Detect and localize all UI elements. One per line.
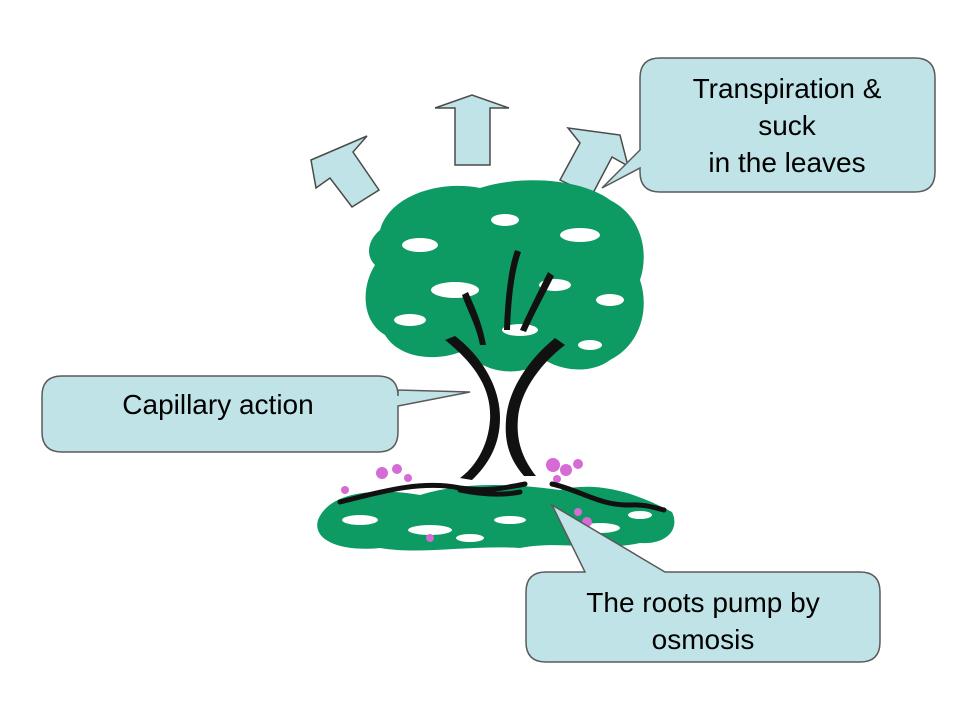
callout-transpiration: Transpiration & suck in the leaves — [601, 57, 936, 193]
roots — [337, 481, 667, 513]
callout-roots: The roots pump by osmosis — [525, 503, 881, 663]
callout-capillary-shape — [41, 375, 471, 453]
arrow-up-left-icon — [310, 135, 381, 209]
callout-roots-line-2: osmosis — [652, 624, 755, 655]
callout-capillary: Capillary action — [41, 375, 471, 453]
up-arrows — [310, 94, 630, 209]
canopy — [365, 180, 644, 372]
callout-transpiration-line-1: Transpiration & — [693, 73, 882, 104]
callout-roots-line-1: The roots pump by — [586, 587, 819, 618]
callout-capillary-line-1: Capillary action — [122, 389, 313, 420]
arrow-up-right-icon — [558, 127, 630, 196]
canopy-gaps — [394, 214, 624, 350]
callout-transpiration-line-3: in the leaves — [708, 147, 865, 178]
trunk — [445, 250, 565, 480]
arrow-up-icon — [434, 94, 510, 166]
callout-roots-shape — [525, 503, 881, 663]
tree-icon — [317, 180, 675, 551]
callout-transpiration-shape — [601, 57, 936, 193]
flowers — [341, 458, 592, 542]
callout-transpiration-line-2: suck — [758, 110, 817, 141]
